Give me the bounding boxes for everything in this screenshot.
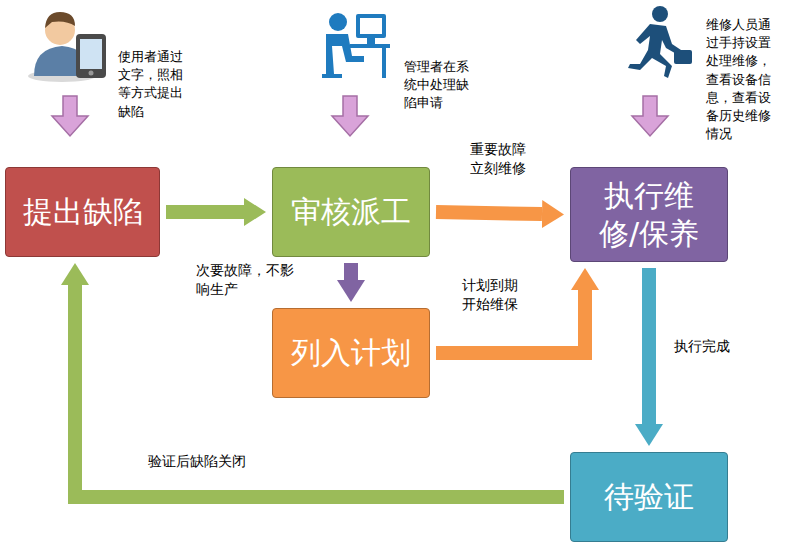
edge-label: 执行完成 (674, 337, 764, 356)
edge-label: 次要故障，不影响生产 (196, 261, 298, 299)
manager-icon (322, 13, 390, 78)
note-text: 使用者通过文字，照相等方式提出缺陷 (118, 48, 190, 121)
flow-arrow (166, 205, 244, 219)
node-label: 执行维修/保养 (571, 171, 727, 258)
worker-icon (628, 6, 692, 78)
node-label: 提出缺陷 (7, 187, 159, 237)
node-label: 待验证 (588, 472, 710, 522)
flow-arrow (75, 285, 564, 497)
note-text: 管理者在系统中处理缺陷申请 (404, 58, 476, 113)
node-label: 审核派工 (275, 187, 427, 237)
down-arrows (52, 96, 668, 136)
user-icon (28, 12, 106, 82)
flow-arrow (436, 212, 542, 214)
node-label: 列入计划 (275, 328, 427, 378)
edge-label: 验证后缺陷关闭 (148, 452, 288, 471)
note-text: 维修人员通过手持设置处理维修，查看设备信息，查看设备历史维修情况 (706, 16, 780, 143)
flow-arrow (642, 268, 656, 424)
flow-arrow (344, 263, 358, 280)
process-box: 待验证 (570, 452, 728, 542)
process-box: 提出缺陷 (5, 167, 160, 257)
edge-label: 重要故障立刻维修 (470, 140, 534, 178)
process-box: 审核派工 (272, 167, 430, 257)
edge-label: 计划到期开始维保 (462, 276, 526, 314)
process-box: 列入计划 (272, 308, 430, 398)
process-box: 执行维修/保养 (570, 167, 728, 262)
